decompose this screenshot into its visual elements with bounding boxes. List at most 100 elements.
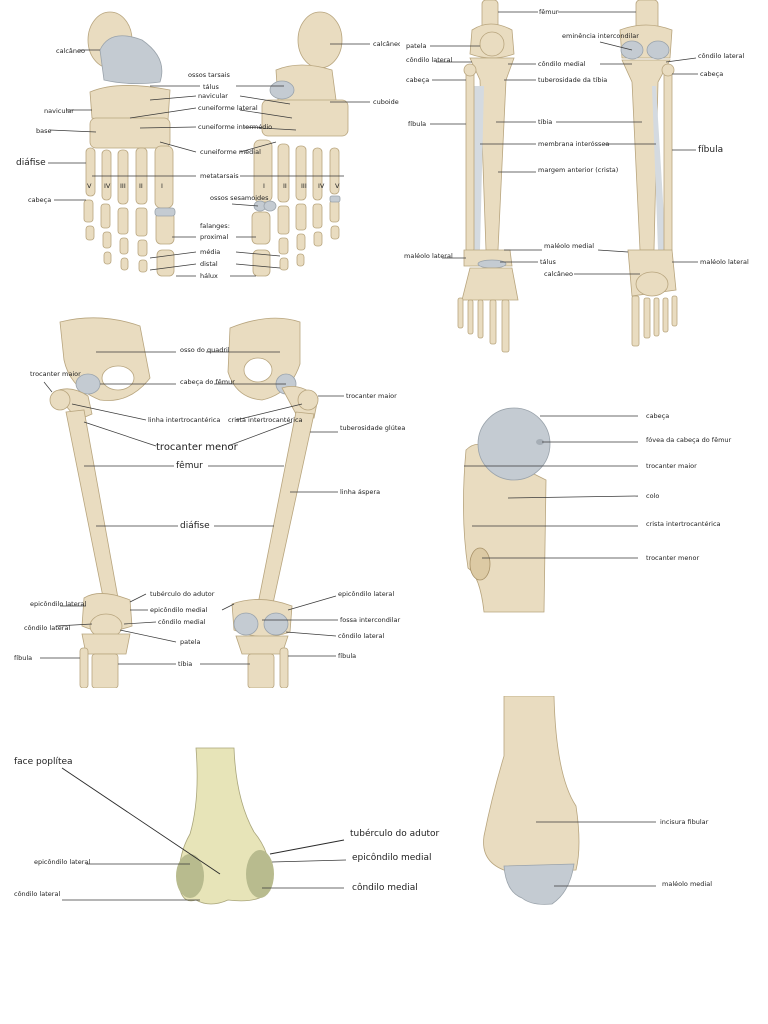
leg-label-fibula-left: fíbula xyxy=(408,120,426,128)
leg-label-calcaneo: calcâneo xyxy=(544,270,573,278)
hip-label-cabeca-femur: cabeça do fêmur xyxy=(180,378,235,386)
femoral-head-panel: cabeça fóvea da cabeça do fêmur trocante… xyxy=(440,396,768,616)
femoral-head-illustration xyxy=(463,407,551,613)
femhead-label-cabeca: cabeça xyxy=(646,412,669,420)
leg-left-illustration xyxy=(457,0,519,353)
distal-femur-illustration xyxy=(176,747,274,905)
leg-panel: patela côndilo lateral cabeça fíbula mal… xyxy=(400,0,768,370)
foot-numeral-iv-right: IV xyxy=(318,182,325,190)
distfemur-label-epicondilo-lateral: epicôndilo lateral xyxy=(34,858,90,866)
hip-label-condilo-medial: côndilo medial xyxy=(158,618,206,626)
distfemur-label-face-poplitea-1: face poplítea xyxy=(14,757,73,767)
foot-label-falanges: falanges: xyxy=(200,222,230,230)
distfemur-label-condilo-medial: côndilo medial xyxy=(352,882,418,893)
hip-label-linha-aspera: linha áspera xyxy=(340,488,380,496)
hip-label-fossa-intercondilar: fossa intercondilar xyxy=(340,616,400,624)
leg-label-tuberosidade-tibia: tuberosidade da tíbia xyxy=(538,76,607,84)
distal-tibia-diagram: incisura fibular maléolo medial xyxy=(483,696,712,905)
foot-left-illustration xyxy=(83,11,176,277)
hip-label-femur: fêmur xyxy=(176,460,203,471)
foot-numeral-iv: IV xyxy=(104,182,111,190)
hip-label-crista-intertrocanterica: crista intertrocantérica xyxy=(228,416,303,424)
foot-label-talus: tálus xyxy=(203,83,219,91)
leg-label-talus: tálus xyxy=(540,258,556,266)
hip-label-epicondilo-lateral-right: epicôndilo lateral xyxy=(338,590,394,598)
foot-numeral-v: V xyxy=(87,182,92,190)
leg-label-tibia: tíbia xyxy=(538,118,552,126)
hip-label-trocanter-maior-right: trocanter maior xyxy=(346,392,397,400)
leg-label-maleolo-lateral-right: maléolo lateral xyxy=(700,258,749,266)
foot-numeral-v-right: V xyxy=(335,182,340,190)
femhead-label-trocanter-menor: trocanter menor xyxy=(646,554,699,562)
hip-label-tibia: tíbia xyxy=(178,660,192,668)
leg-label-femur: fêmur xyxy=(539,8,559,16)
hip-label-tuberosidade-glutea: tuberosidade glútea xyxy=(340,424,405,432)
leg-label-condilo-lateral-left: côndilo lateral xyxy=(406,56,452,64)
foot-label-distal: distal xyxy=(200,260,218,268)
hip-left-illustration xyxy=(49,317,151,688)
leg-label-patela: patela xyxy=(406,42,426,50)
foot-label-halux: hálux xyxy=(200,272,218,280)
leg-label-cabeca-right: cabeça xyxy=(700,70,723,78)
distal-femur-diagram: face poplítea epicôndilo lateral côndilo… xyxy=(14,747,440,905)
foot-label-cuboide: cuboide xyxy=(373,98,399,106)
leg-label-margem-anterior: margem anterior (crista) xyxy=(538,166,618,174)
leg-label-cabeca-left: cabeça xyxy=(406,76,429,84)
hip-label-osso-quadril: osso do quadril xyxy=(180,346,230,354)
foot-label-cabeca: cabeça xyxy=(28,196,51,204)
hip-right-illustration xyxy=(227,317,319,688)
leg-diagram: patela côndilo lateral cabeça fíbula mal… xyxy=(404,0,749,353)
hip-label-condilo-lateral-right: côndilo lateral xyxy=(338,632,384,640)
hip-label-trocanter-maior-left: trocanter maior xyxy=(30,370,81,378)
disttibia-label-maleolo-medial: maléolo medial xyxy=(662,880,712,888)
foot-label-sesamoides: ossos sesamoides xyxy=(210,194,269,202)
hip-label-tuberculo-adutor: tubérculo do adutor xyxy=(150,590,215,598)
foot-label-proximal: proximal xyxy=(200,233,228,241)
leg-label-maleolo-lateral-left: maléolo lateral xyxy=(404,252,453,260)
hip-label-epicondilo-lateral-left: epicôndilo lateral xyxy=(30,600,86,608)
femhead-label-crista: crista intertrocantérica xyxy=(646,520,721,528)
hip-label-trocanter-menor: trocanter menor xyxy=(156,442,239,453)
distfemur-label-epicondilo-medial: epicôndilo medial xyxy=(352,852,432,863)
hip-label-fibula-right: fíbula xyxy=(338,652,356,660)
femhead-label-fovea: fóvea da cabeça do fêmur xyxy=(646,436,732,444)
foot-right-illustration xyxy=(251,11,349,277)
femoral-head-diagram: cabeça fóvea da cabeça do fêmur trocante… xyxy=(463,407,732,613)
disttibia-label-incisura-fibular: incisura fibular xyxy=(660,818,709,826)
hip-diagram: trocanter maior epicôndilo lateral côndi… xyxy=(14,317,405,688)
distal-tibia-panel: incisura fibular maléolo medial xyxy=(470,696,768,916)
foot-label-cuneiforme-lateral: cuneiforme lateral xyxy=(198,104,258,112)
foot-label-ossos-tarsais: ossos tarsais xyxy=(188,71,231,79)
foot-diagram: calcâneo navicular base diáfise cabeça V… xyxy=(16,11,400,280)
foot-label-base: base xyxy=(36,127,52,135)
foot-label-navicular-left: navicular xyxy=(44,107,74,115)
foot-numeral-ii-right: II xyxy=(283,182,287,190)
hip-panel: trocanter maior epicôndilo lateral côndi… xyxy=(0,308,420,688)
distfemur-label-tuberculo-adutor: tubérculo do adutor xyxy=(350,828,440,839)
foot-numeral-i: I xyxy=(161,182,163,190)
foot-label-cuneiforme-medial: cuneiforme medial xyxy=(200,148,261,156)
distfemur-label-condilo-lateral: côndilo lateral xyxy=(14,890,60,898)
foot-numeral-iii: III xyxy=(120,182,126,190)
leg-label-eminencia-intercondilar: eminência intercondilar xyxy=(562,32,639,40)
leg-label-condilo-medial: côndilo medial xyxy=(538,60,586,68)
leg-label-fibula-right: fíbula xyxy=(698,145,723,155)
foot-label-metatarsais: metatarsais xyxy=(200,172,239,180)
foot-label-media: média xyxy=(200,248,220,256)
foot-panel: calcâneo navicular base diáfise cabeça V… xyxy=(0,0,400,300)
foot-label-calcaneo-right: calcâneo xyxy=(373,40,400,48)
foot-numeral-i-right: I xyxy=(263,182,265,190)
hip-label-condilo-lateral-left: côndilo lateral xyxy=(24,624,70,632)
foot-label-diafise: diáfise xyxy=(16,158,46,168)
foot-label-calcaneo-left: calcâneo xyxy=(56,47,85,55)
hip-label-linha-intertrocanterica: linha intertrocantérica xyxy=(148,416,220,424)
leg-label-condilo-lateral-right: côndilo lateral xyxy=(698,52,744,60)
leg-right-illustration xyxy=(619,0,678,347)
femhead-label-colo: colo xyxy=(646,492,659,500)
foot-label-navicular-mid: navicular xyxy=(198,92,228,100)
hip-label-epicondilo-medial: epicôndilo medial xyxy=(150,606,208,614)
distal-femur-panel: face poplítea epicôndilo lateral côndilo… xyxy=(0,740,470,940)
hip-label-patela: patela xyxy=(180,638,200,646)
hip-label-diafise: diáfise xyxy=(180,521,210,531)
foot-numeral-iii-right: III xyxy=(301,182,307,190)
